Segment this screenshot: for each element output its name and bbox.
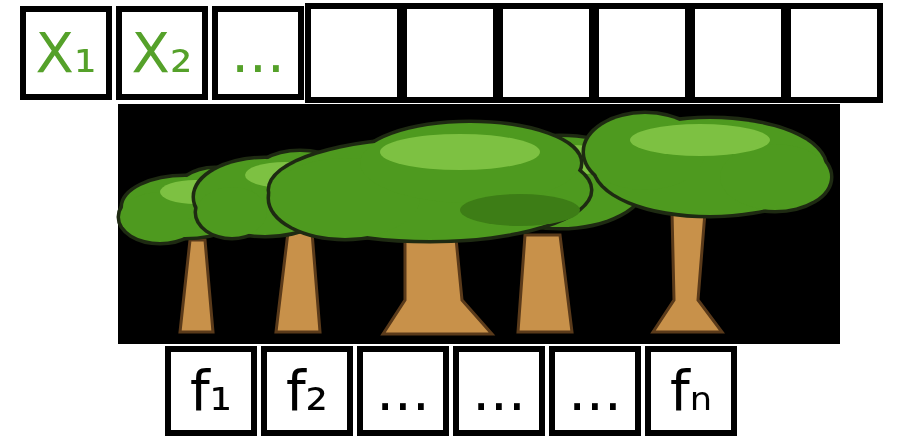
empty-box xyxy=(404,6,496,100)
empty-box xyxy=(692,6,784,100)
tree-output-box: ... xyxy=(357,346,449,436)
tree-output-box: ... xyxy=(549,346,641,436)
symbol-label: ... xyxy=(472,363,525,419)
empty-box xyxy=(788,6,880,100)
symbol-label: X₁ xyxy=(36,25,97,81)
symbol-label: ... xyxy=(568,363,621,419)
tree-highlight xyxy=(380,134,540,170)
tree-trunk xyxy=(276,232,320,332)
symbol-label: f₁ xyxy=(190,363,232,419)
symbol-label: f₂ xyxy=(286,363,328,419)
tree xyxy=(585,114,830,332)
forest-background xyxy=(118,104,840,344)
tree-shadow xyxy=(460,194,580,226)
tree-highlight xyxy=(630,124,770,156)
tree-trunk xyxy=(180,240,213,332)
tree-trunk xyxy=(653,212,722,332)
symbol-label: ... xyxy=(376,363,429,419)
tree-output-box: f₂ xyxy=(261,346,353,436)
empty-box xyxy=(596,6,688,100)
empty-box xyxy=(308,6,400,100)
empty-box xyxy=(500,6,592,100)
tree-trunk xyxy=(518,235,572,332)
input-feature-box: X₂ xyxy=(116,6,208,100)
symbol-label: ... xyxy=(231,25,284,81)
tree xyxy=(270,123,590,334)
symbol-label: X₂ xyxy=(132,25,193,81)
tree-trunk xyxy=(383,228,492,334)
symbol-label: fₙ xyxy=(670,363,712,419)
empty-input-boxes xyxy=(308,6,880,100)
input-feature-box: X₁ xyxy=(20,6,112,100)
input-feature-box: ... xyxy=(212,6,304,100)
tree-output-box: fₙ xyxy=(645,346,737,436)
tree-output-box: f₁ xyxy=(165,346,257,436)
tree-output-box: ... xyxy=(453,346,545,436)
